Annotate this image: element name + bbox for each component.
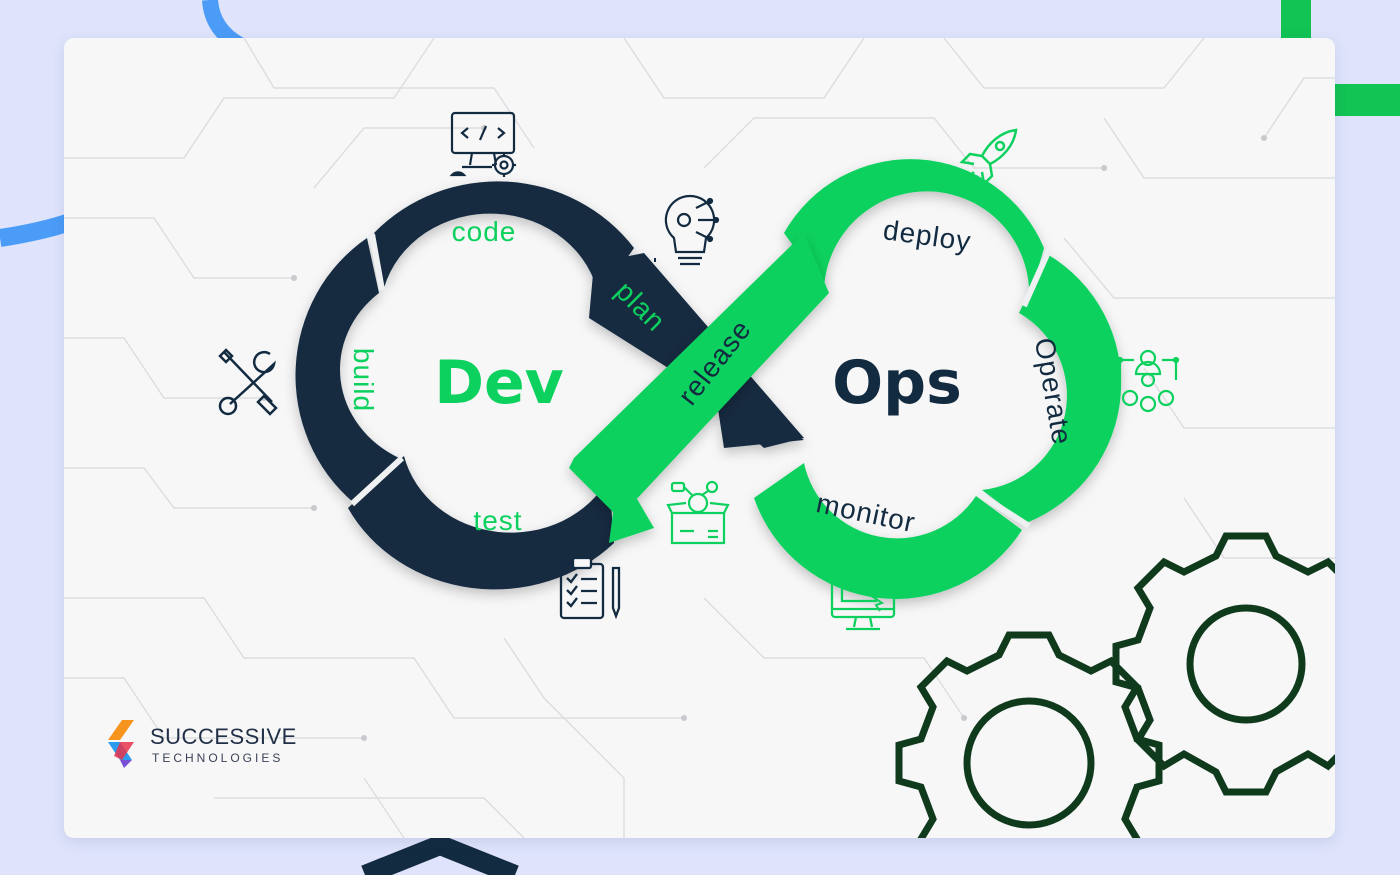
gears-icon [895, 532, 1335, 838]
ops-gaps [977, 248, 1052, 529]
build-label: build [348, 348, 379, 412]
dev-title: Dev [434, 348, 564, 418]
plan-arrow-tail [714, 383, 804, 448]
brand-name: SUCCESSIVE [150, 724, 297, 749]
checklist-icon [559, 556, 621, 620]
package-box-icon [666, 480, 730, 545]
circuit-lines [64, 38, 1335, 838]
blue-arc-left [0, 213, 73, 247]
rocket-icon [959, 128, 1018, 187]
code-segment [374, 181, 634, 298]
team-network-icon [1116, 349, 1180, 413]
green-bar-top [1281, 0, 1311, 38]
circuit-dots [261, 125, 1267, 741]
brand-mark-icon [108, 720, 134, 768]
operate-segment [982, 254, 1122, 523]
devops-infinity-diagram: Dev Ops code build test plan release dep… [64, 38, 1335, 838]
devops-card: Dev Ops code build test plan release dep… [64, 38, 1335, 838]
brand-logo: SUCCESSIVE TECHNOLOGIES [104, 718, 344, 778]
ops-loop [754, 159, 1122, 599]
deploy-label: deploy [881, 214, 973, 257]
lightbulb-gear-icon [654, 194, 720, 266]
wrench-screwdriver-icon [218, 348, 278, 416]
test-label: test [473, 505, 522, 536]
green-bar-right [1335, 84, 1400, 116]
test-segment [348, 456, 614, 590]
release-ribbon [569, 233, 829, 543]
monitor-cursor-icon [830, 571, 896, 631]
code-monitor-icon [449, 111, 516, 177]
navy-chevron-bottom [361, 834, 519, 875]
deploy-segment [784, 159, 1044, 300]
brand-subtitle: TECHNOLOGIES [152, 751, 284, 765]
dev-gaps [349, 233, 405, 507]
monitor-segment [754, 463, 1022, 599]
code-label: code [452, 216, 517, 247]
build-segment [295, 238, 399, 503]
ops-title: Ops [832, 348, 962, 418]
